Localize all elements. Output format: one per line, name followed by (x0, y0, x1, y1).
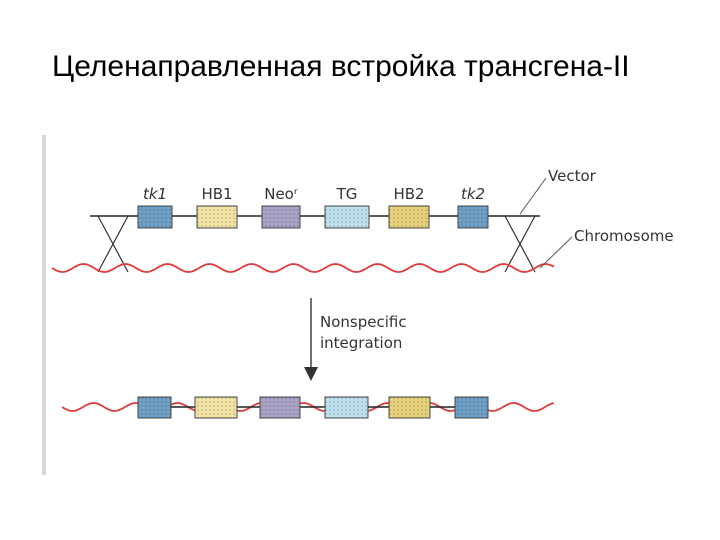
gene-box-3-texture (325, 206, 369, 228)
gene-label-1: HB1 (201, 185, 232, 203)
gene-label-4: HB2 (393, 185, 424, 203)
chromosome-wave-top (51, 263, 555, 273)
vector-genes: tk1 HB1 Neoʳ TG HB2 tk2 (137, 185, 489, 229)
gene-label-0: tk1 (143, 185, 167, 203)
gene-label-2: Neoʳ (264, 185, 298, 203)
gene-box-0-texture (138, 206, 172, 228)
integrated-gene-box-1-texture (195, 397, 237, 418)
integrated-genes (137, 396, 489, 419)
crossover-right (504, 215, 536, 273)
integrated-gene-box-0-texture (138, 397, 171, 418)
gene-box-4-texture (389, 206, 429, 228)
integrated-gene-box-5-texture (455, 397, 488, 418)
gene-box-2-texture (262, 206, 300, 228)
integrated-gene-box-4-texture (389, 397, 430, 418)
gene-box-5-texture (458, 206, 488, 228)
gene-label-5: tk2 (461, 185, 485, 203)
page-edge (42, 135, 46, 475)
crossover-left (97, 215, 129, 273)
vector-label: Vector (548, 167, 597, 185)
chromosome-label: Chromosome (574, 227, 674, 245)
arrow-label-line2: integration (320, 334, 402, 352)
arrow-label-line1: Nonspecific (320, 313, 407, 331)
gene-label-3: TG (336, 185, 358, 203)
integrated-gene-box-2-texture (260, 397, 300, 418)
slide-title: Целенаправленная встройка трансгена-II (52, 50, 630, 83)
integrated-gene-box-3-texture (325, 397, 368, 418)
chromosome-pointer (539, 236, 573, 269)
gene-box-1-texture (197, 206, 237, 228)
vector-pointer (519, 177, 547, 215)
